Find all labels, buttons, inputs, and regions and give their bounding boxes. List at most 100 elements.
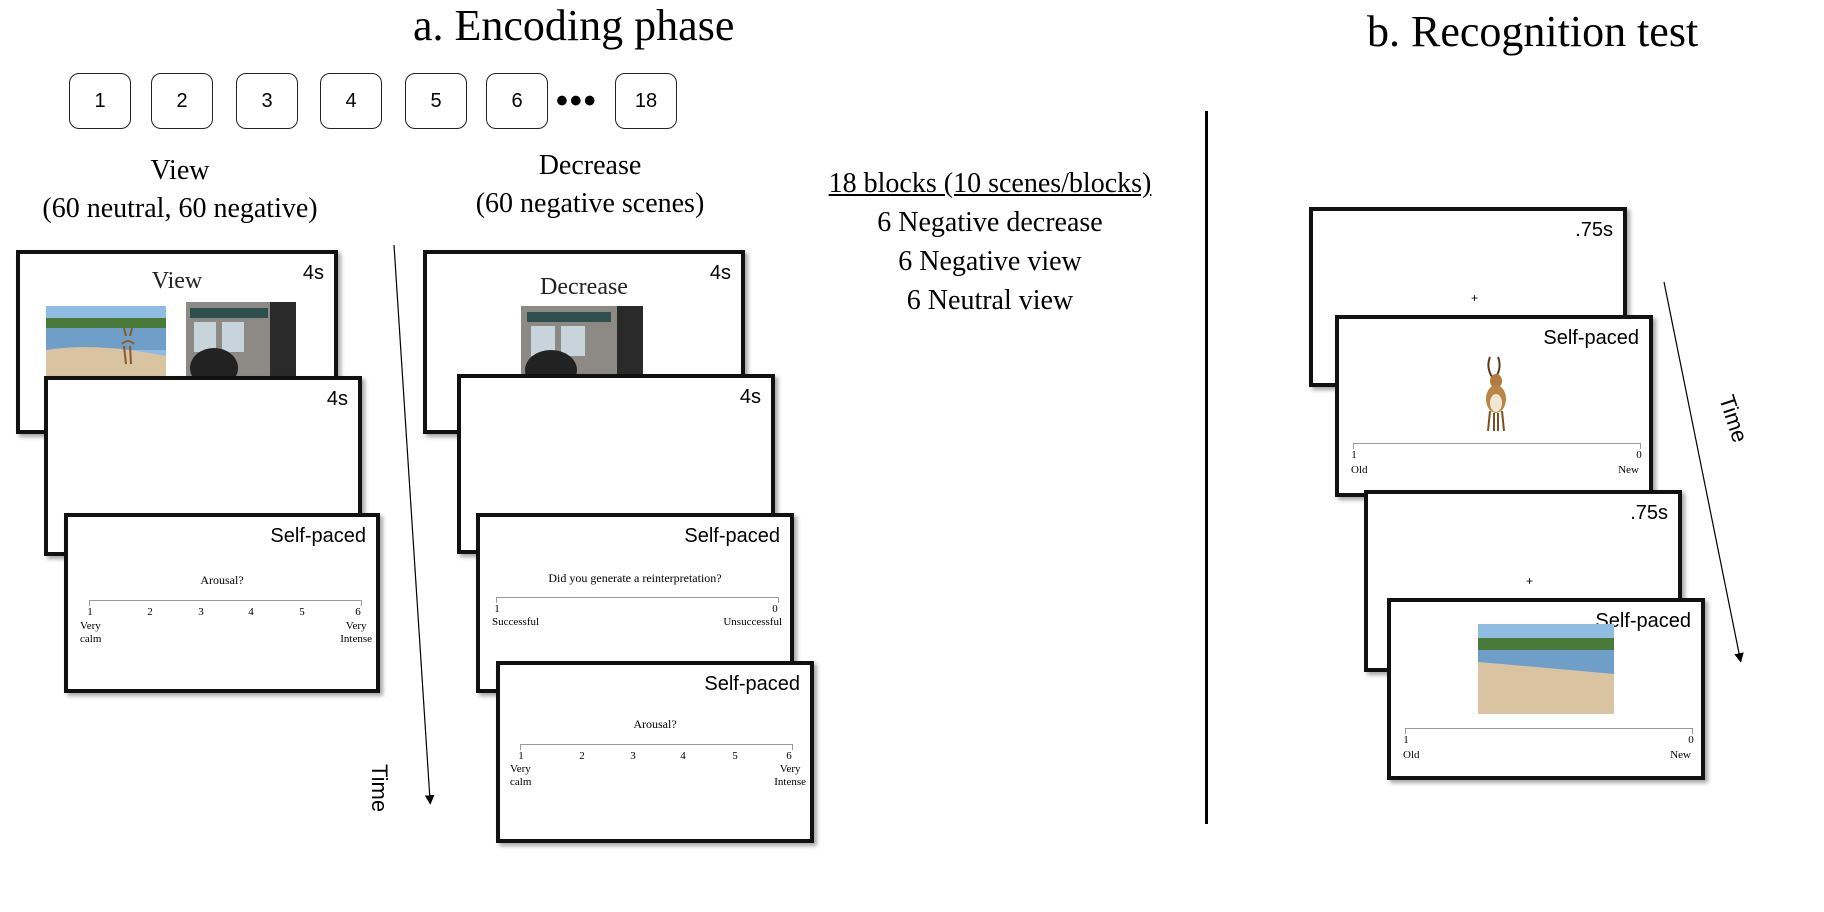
recognition-response-time-1: Self-paced (1543, 327, 1639, 349)
decrease-scale-1: 1 (518, 750, 524, 762)
decrease-scale-tick (792, 744, 793, 750)
decrease-street-scene-image (521, 306, 643, 382)
view-left-anchor: Very calm (80, 620, 101, 646)
view-right-anchor-line2: Intense (340, 633, 372, 645)
decrease-scale-5: 5 (732, 750, 738, 762)
fixation-cross-1: + (1471, 291, 1479, 305)
decrease-left-anchor-line2: calm (510, 776, 532, 788)
recognition-fixation-time-1: .75s (1575, 219, 1613, 241)
decrease-right-anchor: Very Intense (774, 763, 806, 789)
view-stimulus-title: View (151, 268, 203, 294)
view-condition-name: View (150, 155, 210, 186)
view-scale-2: 2 (147, 606, 153, 618)
decrease-scale-3: 3 (630, 750, 636, 762)
phase-divider (1205, 111, 1208, 824)
decrease-blank-time: 4s (739, 386, 761, 408)
recognition-time-arrow (1663, 281, 1744, 663)
recognition-scale-left-num-1: 1 (1351, 449, 1357, 461)
view-condition-detail: (60 neutral, 60 negative) (42, 193, 318, 224)
block-box-5: 5 (405, 73, 467, 129)
block-box-6: 6 (486, 73, 548, 129)
decrease-arousal-question: Arousal? (633, 717, 677, 731)
view-stimulus-screen: View 4s (16, 250, 338, 434)
block-summary-negative-view: 6 Negative view (898, 246, 1082, 277)
reint-scale-right-num: 0 (772, 603, 778, 615)
decrease-scale-2: 2 (579, 750, 585, 762)
reint-scale-tick (496, 597, 497, 603)
reint-right-anchor: Unsuccessful (723, 616, 782, 628)
decrease-stimulus-title: Decrease (540, 274, 628, 300)
recognition-scale-tick (1640, 443, 1641, 449)
block-box-4: 4 (320, 73, 382, 129)
decrease-condition-label: Decrease (60 negative scenes) (445, 147, 735, 223)
recognition-scale-tick (1692, 728, 1693, 734)
block-ellipsis: ••• (556, 82, 598, 120)
block-summary-neutral-view: 6 Neutral view (906, 285, 1074, 316)
decrease-scale-4: 4 (680, 750, 686, 762)
recognition-new-label-2: New (1670, 749, 1691, 761)
lake-scene-image (1478, 624, 1614, 714)
recognition-old-new-screen-1: Self-paced 1 0 Old New (1335, 315, 1653, 497)
block-summary-header: 18 blocks (10 scenes/blocks) (828, 168, 1152, 199)
decrease-left-anchor: Very calm (510, 763, 531, 789)
recognition-scale-line-1 (1353, 443, 1640, 444)
reinterpretation-scale-line (496, 597, 778, 598)
view-scale-6: 6 (355, 606, 361, 618)
recognition-scale-line-2 (1405, 728, 1692, 729)
recognition-scale-right-num-2: 0 (1688, 734, 1694, 746)
recognition-old-new-screen-2: Self-paced 1 0 Old New (1387, 598, 1705, 780)
block-summary: 18 blocks (10 scenes/blocks) 6 Negative … (800, 164, 1180, 320)
decrease-right-anchor-line1: Very (779, 763, 801, 775)
decrease-right-anchor-line2: Intense (774, 776, 806, 788)
recognition-fixation-time-2: .75s (1630, 502, 1668, 524)
block-box-2: 2 (151, 73, 213, 129)
view-blank-time: 4s (326, 388, 348, 410)
recognition-test-title: b. Recognition test (1367, 7, 1699, 56)
isolated-antelope-image (1486, 356, 1506, 432)
view-condition-label: View (60 neutral, 60 negative) (15, 152, 345, 228)
fixation-cross-2: + (1526, 574, 1534, 588)
reinterpretation-question: Did you generate a reinterpretation? (548, 571, 722, 585)
view-arousal-scale-line (89, 600, 361, 601)
reint-scale-tick (778, 597, 779, 603)
reinterpretation-time: Self-paced (684, 525, 780, 547)
recognition-old-label-1: Old (1351, 464, 1368, 476)
decrease-arousal-scale-line (520, 744, 792, 745)
view-scale-5: 5 (299, 606, 305, 618)
recognition-scale-tick (1405, 728, 1406, 734)
recognition-old-label-2: Old (1403, 749, 1420, 761)
block-summary-negative-decrease: 6 Negative decrease (877, 207, 1103, 238)
block-box-1: 1 (69, 73, 131, 129)
view-right-anchor-line1: Very (345, 620, 367, 632)
neutral-lake-antelope-image (46, 306, 166, 380)
block-box-18: 18 (615, 73, 677, 129)
view-right-anchor: Very Intense (340, 620, 372, 646)
view-arousal-rating-screen: Self-paced Arousal? 1 2 3 4 5 6 Very cal… (64, 513, 380, 693)
decrease-arousal-rating-screen: Self-paced Arousal? 1 2 3 4 5 6 Very cal… (496, 661, 814, 843)
view-scale-3: 3 (198, 606, 204, 618)
reint-scale-left-num: 1 (494, 603, 500, 615)
block-box-3: 3 (236, 73, 298, 129)
decrease-condition-detail: (60 negative scenes) (475, 188, 705, 219)
reint-left-anchor: Successful (492, 616, 540, 628)
decrease-stimulus-time: 4s (709, 262, 731, 284)
view-left-anchor-line2: calm (80, 633, 102, 645)
recognition-response-time-2: Self-paced (1595, 610, 1691, 632)
view-scale-4: 4 (248, 606, 254, 618)
view-stimulus-time: 4s (302, 262, 324, 284)
decrease-scale-6: 6 (786, 750, 792, 762)
view-arousal-question: Arousal? (200, 573, 244, 587)
recognition-scale-right-num-1: 0 (1636, 449, 1642, 461)
decrease-condition-name: Decrease (538, 150, 642, 181)
negative-street-scene-image (186, 302, 296, 384)
encoding-time-arrow (393, 245, 435, 805)
view-left-anchor-line1: Very (80, 620, 101, 632)
view-scale-1: 1 (87, 606, 93, 618)
encoding-time-label: Time (367, 764, 392, 813)
view-scale-tick (89, 600, 90, 606)
decrease-left-anchor-line1: Very (510, 763, 531, 775)
decrease-scale-tick (520, 744, 521, 750)
decrease-rating-time: Self-paced (704, 673, 800, 695)
encoding-phase-title: a. Encoding phase (413, 1, 735, 50)
view-rating-time: Self-paced (270, 525, 366, 547)
